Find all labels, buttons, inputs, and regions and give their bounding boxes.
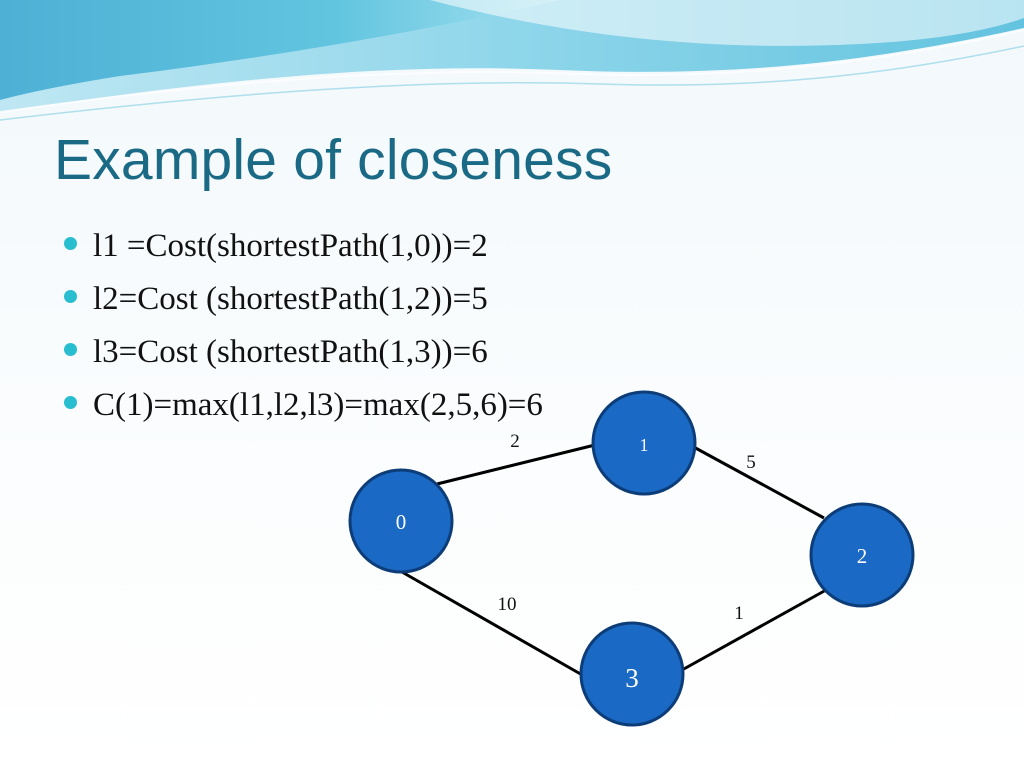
- edge-weight-3-2: 1: [734, 603, 744, 624]
- graph-node-1: 1: [591, 390, 697, 496]
- graph-edge-1-2: [689, 443, 825, 520]
- node-label: 3: [625, 663, 639, 693]
- bullet-dot-icon: [64, 237, 77, 250]
- graph-node-0: 0: [348, 468, 454, 574]
- bullet-text: l3=Cost (shortestPath(1,3))=6: [93, 334, 488, 370]
- bullet-dot-icon: [64, 343, 77, 356]
- edge-weight-0-1: 2: [510, 431, 520, 452]
- bullet-text: l1 =Cost(shortestPath(1,0))=2: [93, 228, 488, 264]
- bullet-item: l2=Cost (shortestPath(1,2))=5: [64, 273, 543, 326]
- slide-title: Example of closeness: [54, 128, 613, 192]
- bullet-item: l3=Cost (shortestPath(1,3))=6: [64, 326, 543, 379]
- graph-edge-3-2: [681, 588, 827, 672]
- node-label: 0: [396, 510, 407, 534]
- graph-node-2: 2: [809, 502, 915, 608]
- graph-edge-0-3: [401, 570, 585, 678]
- edge-weight-1-2: 5: [746, 452, 756, 473]
- node-label: 2: [857, 544, 868, 568]
- edge-weight-0-3: 10: [498, 594, 517, 615]
- bullet-dot-icon: [64, 290, 77, 303]
- bullet-list: l1 =Cost(shortestPath(1,0))=2 l2=Cost (s…: [64, 220, 543, 432]
- bullet-item: l1 =Cost(shortestPath(1,0))=2: [64, 220, 543, 273]
- header-wave-decoration: [0, 0, 1024, 121]
- bullet-text: l2=Cost (shortestPath(1,2))=5: [93, 281, 488, 317]
- graph-node-3: 3: [579, 621, 685, 727]
- graph-edge-0-1: [436, 442, 600, 486]
- bullet-text: C(1)=max(l1,l2,l3)=max(2,5,6)=6: [93, 387, 543, 423]
- node-label: 1: [640, 435, 649, 455]
- bullet-dot-icon: [64, 396, 77, 409]
- bullet-item: C(1)=max(l1,l2,l3)=max(2,5,6)=6: [64, 379, 543, 432]
